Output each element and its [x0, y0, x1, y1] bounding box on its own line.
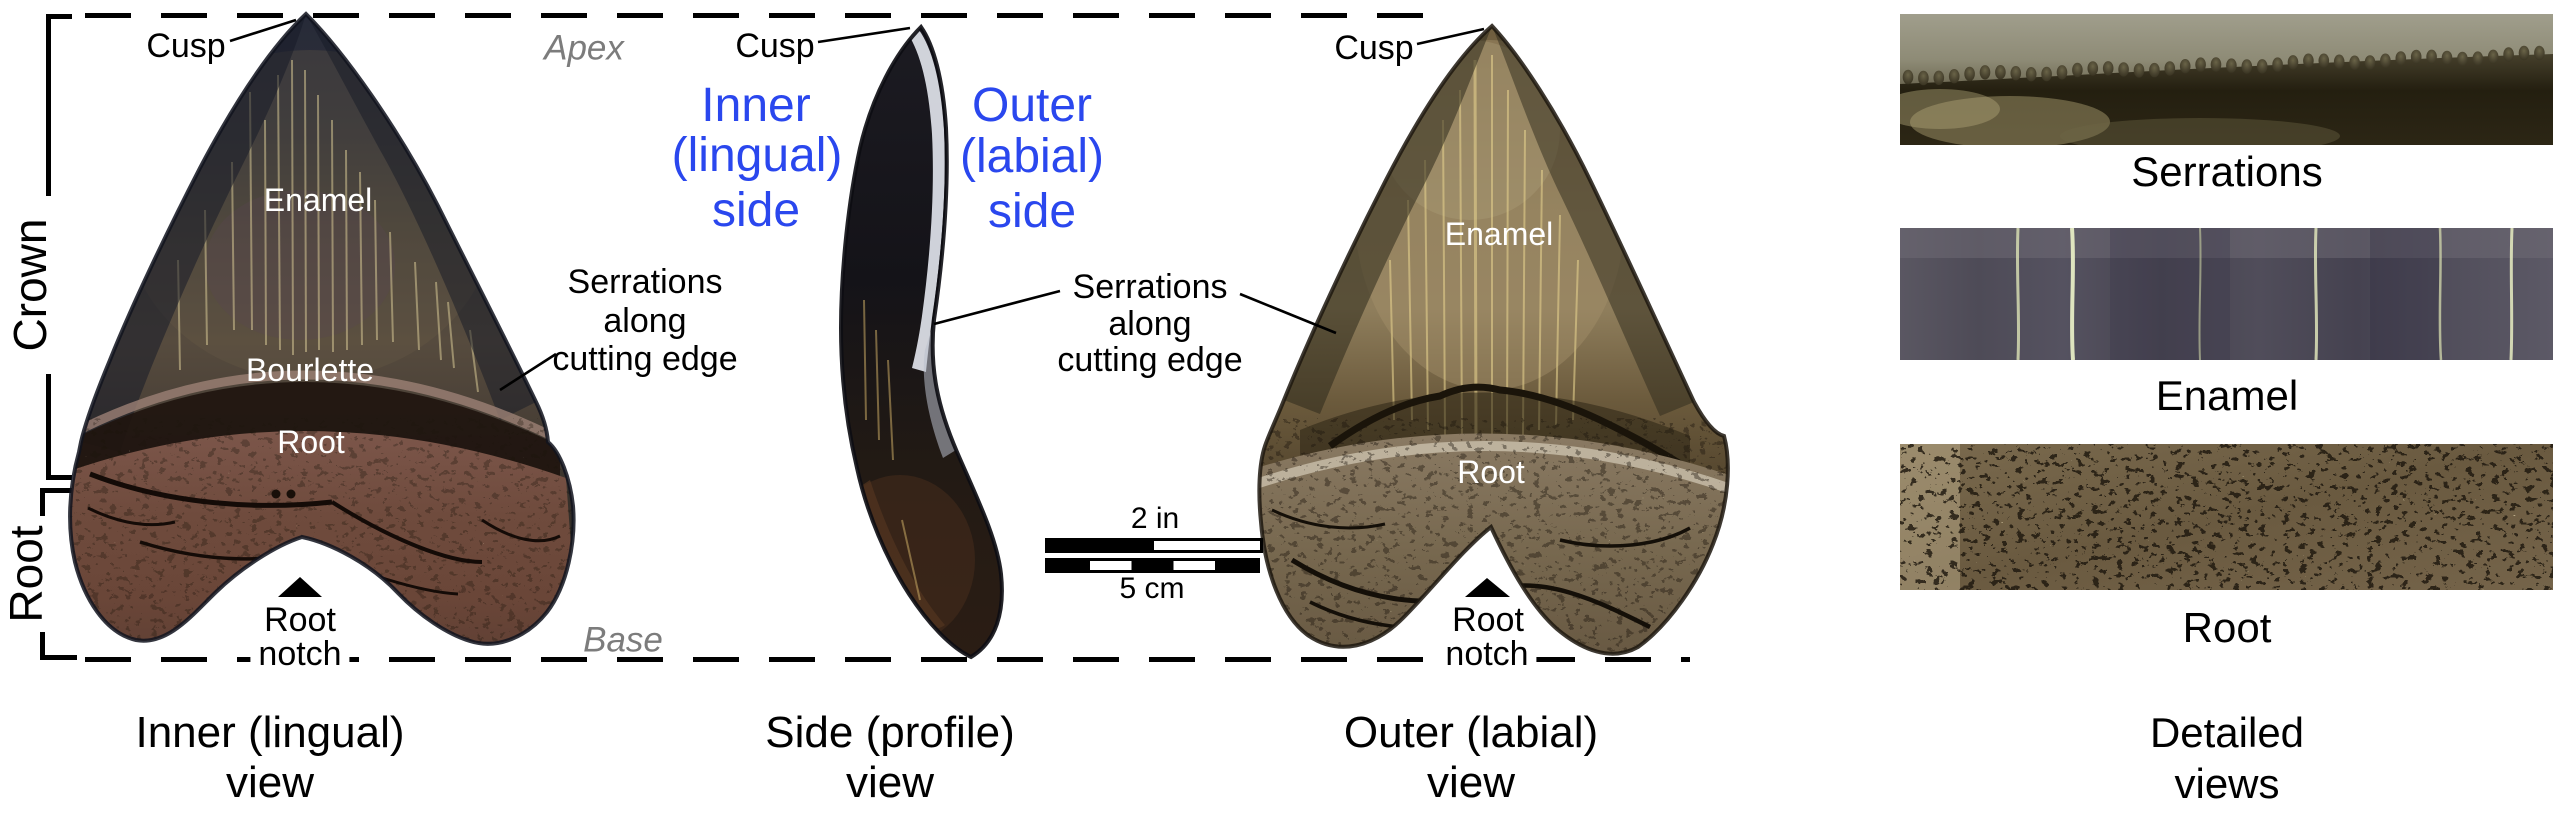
- profile-view-caption-2: view: [845, 758, 935, 807]
- enamel-photo-caption: Enamel: [2155, 372, 2299, 419]
- serrations-label-profile-3: cutting edge: [1057, 341, 1243, 379]
- cusp-label-lingual: Cusp: [146, 27, 226, 65]
- inner-side-label-2: (lingual): [671, 129, 843, 182]
- detail-panel-caption-2: views: [2174, 760, 2280, 807]
- root-notch-label-labial-2: notch: [1437, 637, 1537, 671]
- serrations-pointer-profile: [933, 289, 1061, 326]
- labial-view-tooth: [1257, 23, 1730, 656]
- profile-view-caption-1: Side (profile): [765, 708, 1015, 757]
- root-notch-label-lingual-1: Root: [264, 601, 336, 639]
- labial-view-caption-1: Outer (labial): [1343, 708, 1599, 757]
- inner-side-label-3: side: [711, 184, 801, 237]
- apex-dashed-line: [85, 13, 1447, 18]
- serrations-label-profile-1: Serrations: [1072, 268, 1228, 306]
- base-label: Base: [583, 620, 663, 660]
- cusp-label-labial: Cusp: [1334, 29, 1414, 67]
- crown-bracket-tick-bottom: [46, 475, 72, 480]
- root-notch-label-labial-1: Root: [1452, 601, 1524, 639]
- outer-side-label-3: side: [987, 185, 1077, 238]
- root-bracket-line-lower: [40, 632, 45, 660]
- enamel-label-lingual: Enamel: [263, 182, 373, 218]
- root-notch-marker-lingual: [278, 577, 322, 597]
- root-photo: [1900, 444, 2553, 590]
- base-dashed-line: [85, 657, 1690, 662]
- cusp-pointer-labial: [1416, 27, 1485, 46]
- serrations-label-lingual-2: along: [603, 302, 687, 340]
- lingual-view-caption-1: Inner (lingual): [135, 708, 405, 757]
- inner-side-label-1: Inner: [701, 79, 811, 132]
- serrations-photo: [1900, 14, 2553, 145]
- root-bracket-tick-top: [40, 488, 72, 493]
- root-label-labial: Root: [1457, 454, 1525, 490]
- outer-side-label-2: (labial): [959, 130, 1105, 183]
- scalebar-imperial-label: 2 in: [1130, 502, 1180, 535]
- enamel-photo: [1900, 228, 2553, 360]
- serrations-label-profile-2: along: [1108, 305, 1192, 343]
- serrations-label-lingual-1: Serrations: [567, 263, 723, 301]
- bourlette-label: Bourlette: [245, 352, 375, 388]
- scalebar-metric: [1045, 558, 1260, 573]
- serrations-photo-caption: Serrations: [2131, 148, 2323, 195]
- root-notch-marker-labial: [1465, 578, 1510, 597]
- root-bracket-tick-bottom: [40, 655, 77, 660]
- serrations-photo-bumps: [1902, 45, 2545, 86]
- apex-label: Apex: [544, 28, 624, 68]
- root-bracket-line-upper: [40, 488, 45, 516]
- cusp-pointer-lingual: [229, 18, 297, 43]
- serrations-label-lingual-3: cutting edge: [552, 340, 738, 378]
- scalebar-metric-label: 5 cm: [1119, 572, 1185, 605]
- root-photo-caption: Root: [2182, 604, 2272, 651]
- crown-bracket-line-lower: [46, 374, 51, 480]
- crown-bracket-tick-top: [46, 14, 72, 19]
- outer-side-label-1: Outer: [971, 79, 1093, 132]
- root-notch-label-lingual-2: notch: [250, 637, 350, 671]
- enamel-label-labial: Enamel: [1444, 216, 1554, 252]
- detail-panel-caption-1: Detailed: [2149, 709, 2305, 756]
- serrations-pointer-lingual: [499, 352, 557, 392]
- cusp-label-profile: Cusp: [735, 27, 815, 65]
- scalebar-imperial: [1045, 538, 1263, 553]
- labial-view-caption-2: view: [1426, 758, 1516, 807]
- cusp-pointer-profile: [817, 26, 911, 44]
- root-label-lingual: Root: [277, 424, 345, 460]
- crown-bracket-line-upper: [46, 14, 51, 196]
- lingual-view-caption-2: view: [225, 758, 315, 807]
- serrations-pointer-labial: [1239, 292, 1337, 335]
